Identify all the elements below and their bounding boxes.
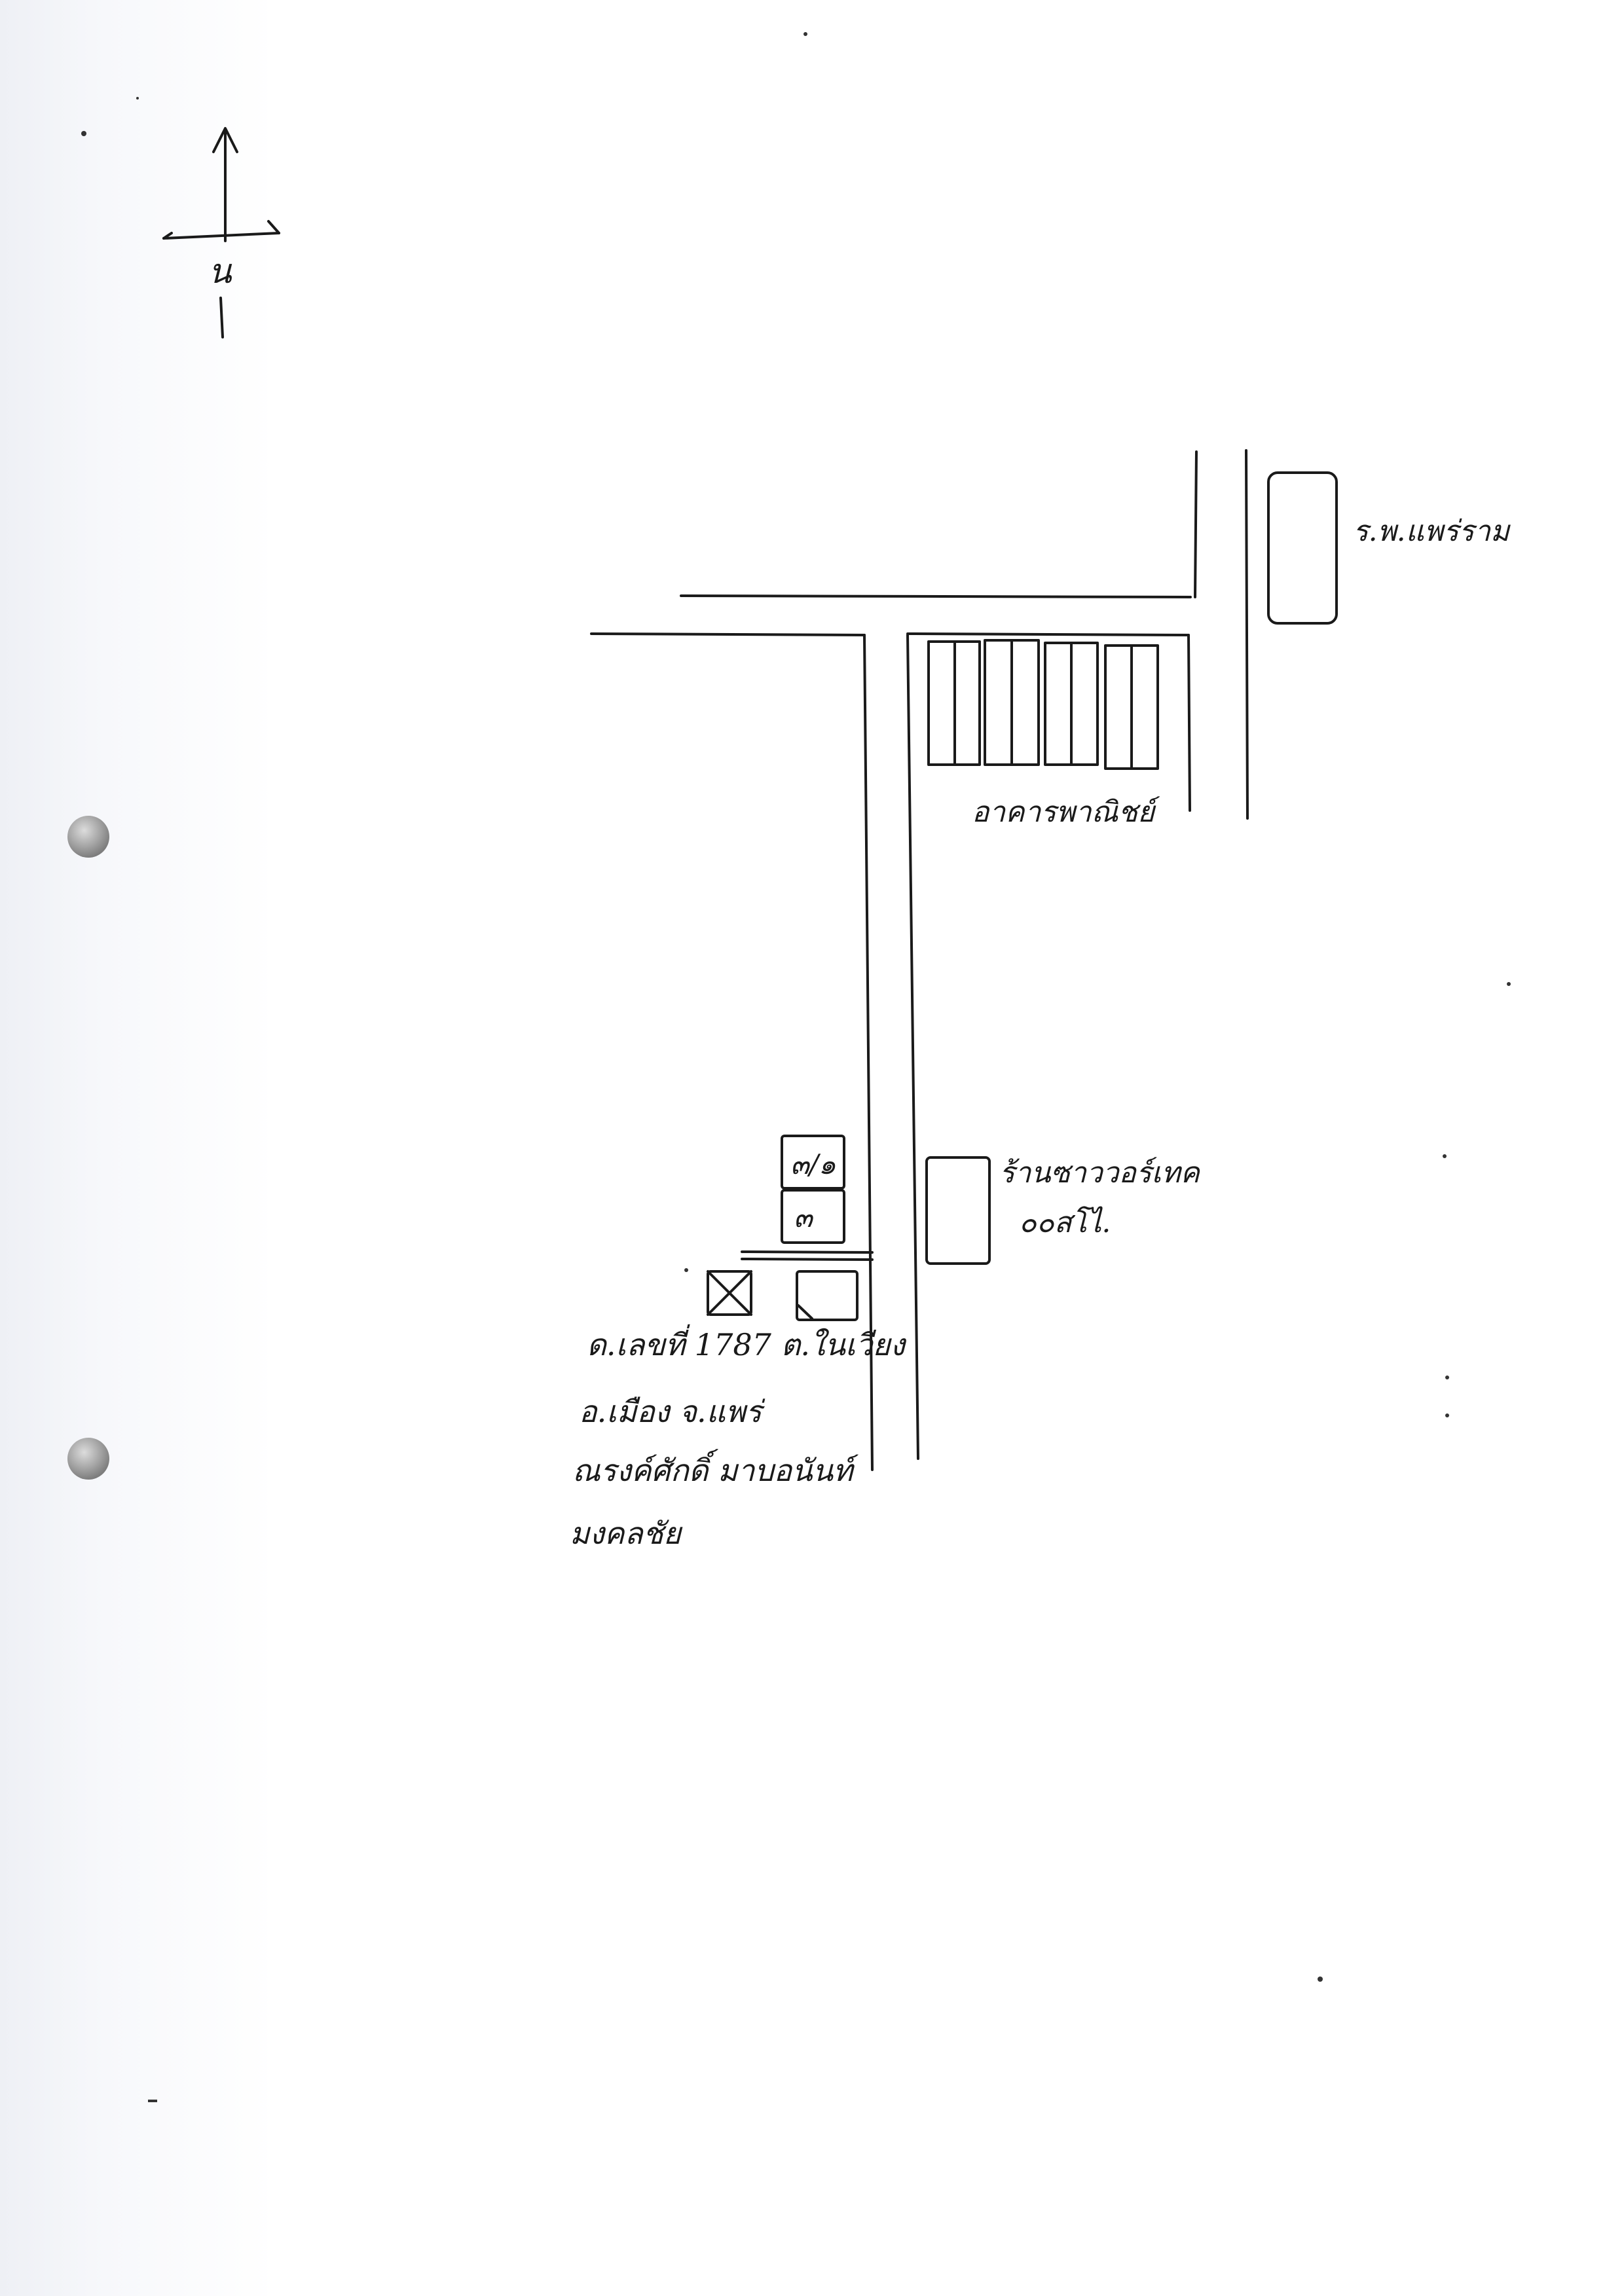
shop-building	[925, 1156, 991, 1265]
address-line-1: ด.เลขที่ 1787 ต.ในเวียง	[587, 1324, 907, 1362]
punch-hole-top	[67, 816, 109, 858]
hospital-building	[1267, 471, 1338, 625]
hospital-label: ร.พ.แพร่ราม	[1353, 515, 1511, 548]
address-line-2: อ.เมือง จ.แพร่	[579, 1394, 766, 1429]
neighbour-building	[796, 1270, 858, 1321]
target-location-marker-icon	[707, 1270, 752, 1316]
address-line-3: ณรงค์ศักดิ์ มาบอนันท์	[572, 1449, 858, 1488]
shop-label-line1: ร้านซาววอร์เทค	[999, 1156, 1201, 1190]
scan-specks	[81, 32, 1511, 2102]
shophouse-label: อาคารพาณิชย์	[972, 795, 1160, 829]
shop-label-line2: ๐๐สโไ.	[1019, 1206, 1111, 1239]
house-3	[781, 1189, 845, 1244]
house-3-label: ๓	[794, 1201, 814, 1233]
north-label: น	[208, 252, 232, 291]
house-3-1-label: ๓/๑	[790, 1148, 836, 1180]
address-line-4: มงคลชัย	[570, 1516, 683, 1551]
shophouse-row	[927, 639, 1159, 770]
north-arrow-icon	[162, 127, 280, 338]
house-3-1	[781, 1135, 845, 1190]
punch-hole-bottom	[67, 1438, 109, 1480]
road-lines	[590, 449, 1249, 1471]
